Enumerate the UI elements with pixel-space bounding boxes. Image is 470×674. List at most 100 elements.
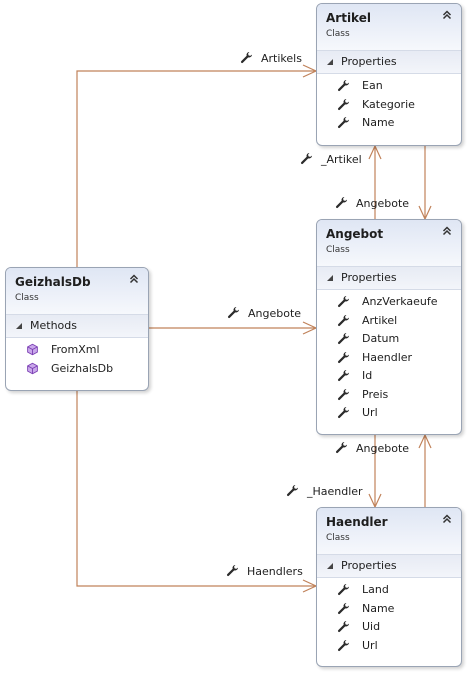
class-haendler-name: Haendler (326, 515, 388, 529)
wrench-icon (286, 484, 299, 497)
class-angebot-stereotype: Class (326, 245, 350, 255)
class-angebot-name: Angebot (326, 227, 384, 241)
member-label: GeizhalsDb (51, 361, 114, 375)
triangle-down-icon[interactable] (326, 274, 334, 282)
class-haendler-header[interactable]: Haendler Class (317, 508, 461, 554)
label-artikel-angebote-text: Angebote (356, 197, 410, 210)
member-artikel-ean[interactable]: Ean (317, 77, 461, 96)
label-artikel-angebote: Angebote (335, 196, 409, 212)
class-artikel-section-header[interactable]: Properties (317, 50, 461, 74)
wrench-icon (300, 152, 313, 165)
wrench-icon (335, 441, 348, 454)
member-label: Name (362, 601, 395, 615)
wrench-icon (337, 351, 350, 364)
double-chevron-up-icon[interactable] (441, 225, 453, 237)
member-angebot-url[interactable]: Url (317, 404, 461, 423)
class-geizhalsdb-section-header[interactable]: Methods (6, 314, 148, 338)
wrench-icon (226, 564, 239, 577)
wrench-icon (337, 295, 350, 308)
cube-lock-icon (26, 362, 39, 375)
class-haendler-section-label: Properties (341, 559, 397, 572)
class-artikel-section-label: Properties (341, 55, 397, 68)
wrench-icon (337, 406, 350, 419)
class-haendler-section-header[interactable]: Properties (317, 554, 461, 578)
member-haendler-uid[interactable]: Uid (317, 618, 461, 637)
class-angebot[interactable]: Angebot Class Properties AnzVerkaeufe Ar… (316, 219, 462, 435)
member-angebot-datum[interactable]: Datum (317, 330, 461, 349)
double-chevron-up-icon[interactable] (128, 273, 140, 285)
member-label: Kategorie (362, 97, 415, 111)
connector-haendlers[interactable] (76, 391, 316, 587)
triangle-down-icon[interactable] (15, 322, 23, 330)
wrench-icon (337, 388, 350, 401)
member-angebot-anzverkaeufe[interactable]: AnzVerkaeufe (317, 293, 461, 312)
member-label: AnzVerkaeufe (362, 295, 438, 308)
member-haendler-name[interactable]: Name (317, 600, 461, 619)
triangle-down-icon[interactable] (326, 58, 334, 66)
wrench-icon (337, 602, 350, 615)
member-haendler-url[interactable]: Url (317, 637, 461, 656)
member-label: FromXml (51, 343, 100, 356)
label-artikels-text: Artikels (261, 52, 302, 65)
label-haendler-ref-text: _Haendler (307, 485, 363, 498)
member-angebot-id[interactable]: Id (317, 367, 461, 386)
member-geizhalsdb-ctor[interactable]: GeizhalsDb (6, 360, 148, 379)
member-artikel-kategorie[interactable]: Kategorie (317, 96, 461, 115)
member-angebot-artikel[interactable]: Artikel (317, 312, 461, 331)
wrench-icon (337, 369, 350, 382)
triangle-down-icon[interactable] (326, 562, 334, 570)
class-artikel-members: Ean Kategorie Name (317, 74, 461, 133)
member-label: Ean (362, 79, 383, 92)
class-haendler[interactable]: Haendler Class Properties Land Name Uid (316, 507, 462, 667)
wrench-icon (337, 79, 350, 92)
label-angebot-angebote: Angebote (335, 441, 409, 457)
double-chevron-up-icon[interactable] (441, 513, 453, 525)
class-angebot-header[interactable]: Angebot Class (317, 220, 461, 266)
class-angebot-members: AnzVerkaeufe Artikel Datum Haendler Id P… (317, 290, 461, 423)
member-label: Name (362, 116, 395, 129)
label-haendler-ref: _Haendler (286, 484, 363, 500)
member-label: Id (362, 369, 373, 382)
label-db-angebote: Angebote (227, 306, 301, 322)
class-artikel-name: Artikel (326, 11, 371, 25)
label-artikel-ref-text: _Artikel (321, 153, 362, 166)
member-label: Datum (362, 332, 400, 345)
class-angebot-section-label: Properties (341, 271, 397, 284)
member-label: Land (362, 583, 389, 596)
wrench-icon (227, 306, 240, 319)
wrench-icon (337, 620, 350, 633)
class-geizhalsdb-name: GeizhalsDb (15, 275, 91, 289)
wrench-icon (240, 51, 253, 64)
wrench-icon (335, 196, 348, 209)
class-artikel[interactable]: Artikel Class Properties Ean Kategorie N… (316, 3, 462, 146)
cube-icon (26, 343, 39, 356)
class-geizhalsdb-header[interactable]: GeizhalsDb Class (6, 268, 148, 314)
member-haendler-land[interactable]: Land (317, 581, 461, 600)
member-label: Artikel (362, 313, 398, 327)
wrench-icon (337, 116, 350, 129)
member-label: Preis (362, 387, 389, 401)
member-label: Url (362, 406, 378, 419)
member-label: Uid (362, 620, 381, 633)
member-artikel-name[interactable]: Name (317, 114, 461, 133)
member-label: Haendler (362, 350, 413, 364)
double-chevron-up-icon[interactable] (441, 9, 453, 21)
wrench-icon (337, 639, 350, 652)
class-haendler-members: Land Name Uid Url (317, 578, 461, 655)
class-angebot-section-header[interactable]: Properties (317, 266, 461, 290)
member-angebot-preis[interactable]: Preis (317, 386, 461, 405)
class-geizhalsdb[interactable]: GeizhalsDb Class Methods FromXml Geizhal… (5, 267, 149, 391)
class-haendler-stereotype: Class (326, 533, 350, 543)
class-artikel-header[interactable]: Artikel Class (317, 4, 461, 50)
class-artikel-stereotype: Class (326, 29, 350, 39)
wrench-icon (337, 332, 350, 345)
label-artikels: Artikels (240, 51, 302, 67)
member-angebot-haendler[interactable]: Haendler (317, 349, 461, 368)
label-haendlers-text: Haendlers (247, 565, 303, 578)
connector-artikels[interactable] (76, 70, 316, 267)
member-geizhalsdb-fromxml[interactable]: FromXml (6, 341, 148, 360)
label-artikel-ref: _Artikel (300, 152, 362, 168)
member-label: Url (362, 638, 378, 652)
